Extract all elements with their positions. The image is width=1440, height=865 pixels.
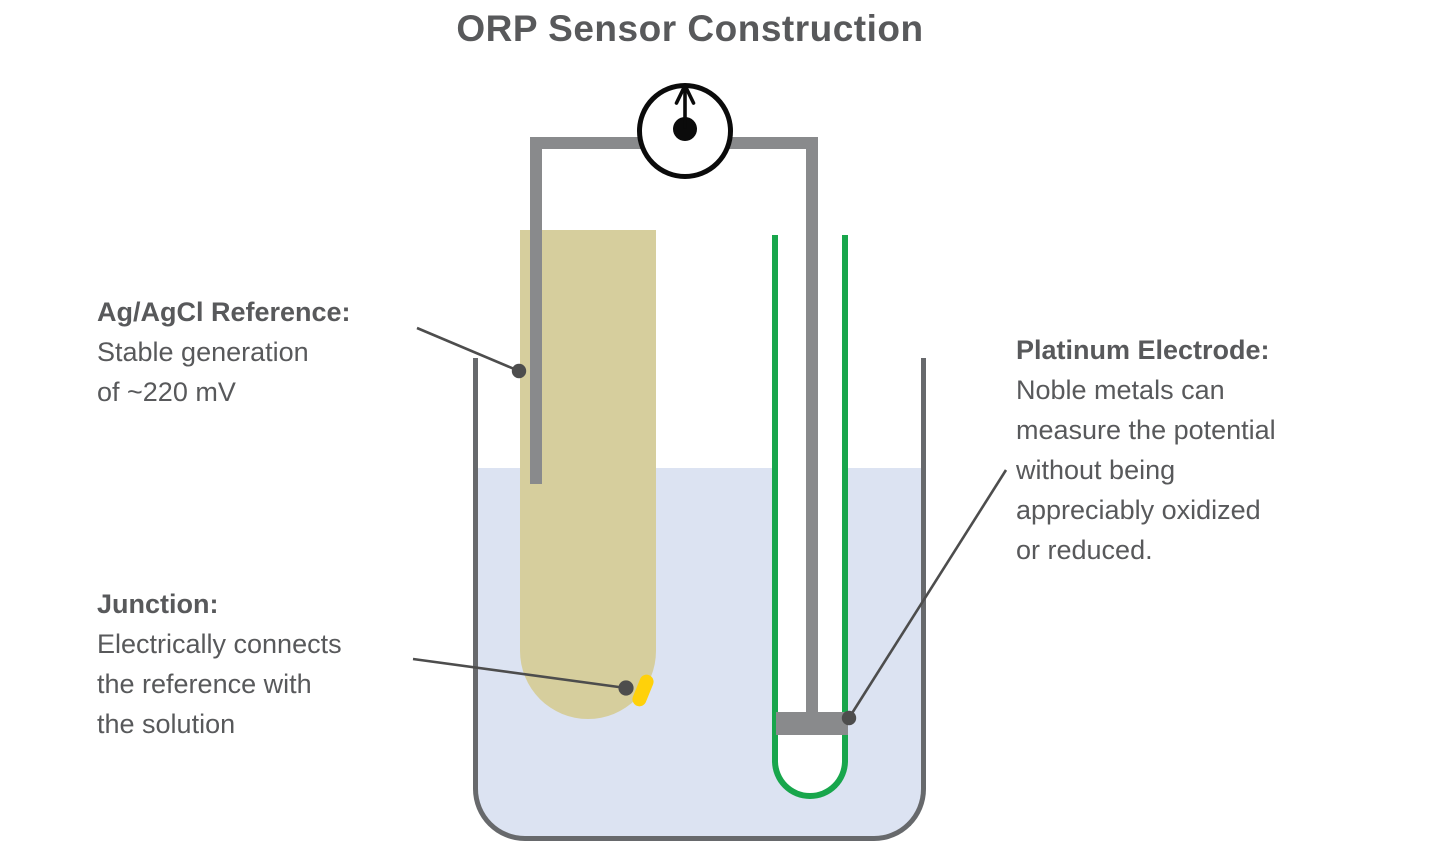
platinum-band bbox=[776, 712, 848, 735]
annotation-platinum-heading: Platinum Electrode: bbox=[1016, 335, 1270, 365]
voltmeter-pivot-dot bbox=[673, 117, 697, 141]
annotation-junction-line: Electrically connects bbox=[97, 629, 342, 659]
annotation-reference: Ag/AgCl Reference: Stable generation of … bbox=[97, 292, 351, 412]
annotation-junction-line: the reference with bbox=[97, 669, 312, 699]
reference-wire bbox=[530, 137, 542, 484]
annotation-reference-heading: Ag/AgCl Reference: bbox=[97, 297, 351, 327]
annotation-platinum-line: without being bbox=[1016, 455, 1176, 485]
annotation-reference-line: Stable generation bbox=[97, 337, 309, 367]
page-title: ORP Sensor Construction bbox=[456, 8, 924, 49]
annotation-platinum-line: or reduced. bbox=[1016, 535, 1153, 565]
annotation-platinum-line: Noble metals can bbox=[1016, 375, 1225, 405]
annotation-junction: Junction: Electrically connects the refe… bbox=[97, 584, 342, 744]
platinum-wire bbox=[806, 137, 818, 715]
annotation-platinum-line: appreciably oxidized bbox=[1016, 495, 1261, 525]
annotation-junction-heading: Junction: bbox=[97, 589, 219, 619]
annotation-platinum-line: measure the potential bbox=[1016, 415, 1276, 445]
reference-electrode-body bbox=[520, 230, 656, 719]
annotation-platinum: Platinum Electrode: Noble metals can mea… bbox=[1016, 330, 1276, 570]
annotation-reference-line: of ~220 mV bbox=[97, 377, 236, 407]
annotation-junction-line: the solution bbox=[97, 709, 236, 739]
